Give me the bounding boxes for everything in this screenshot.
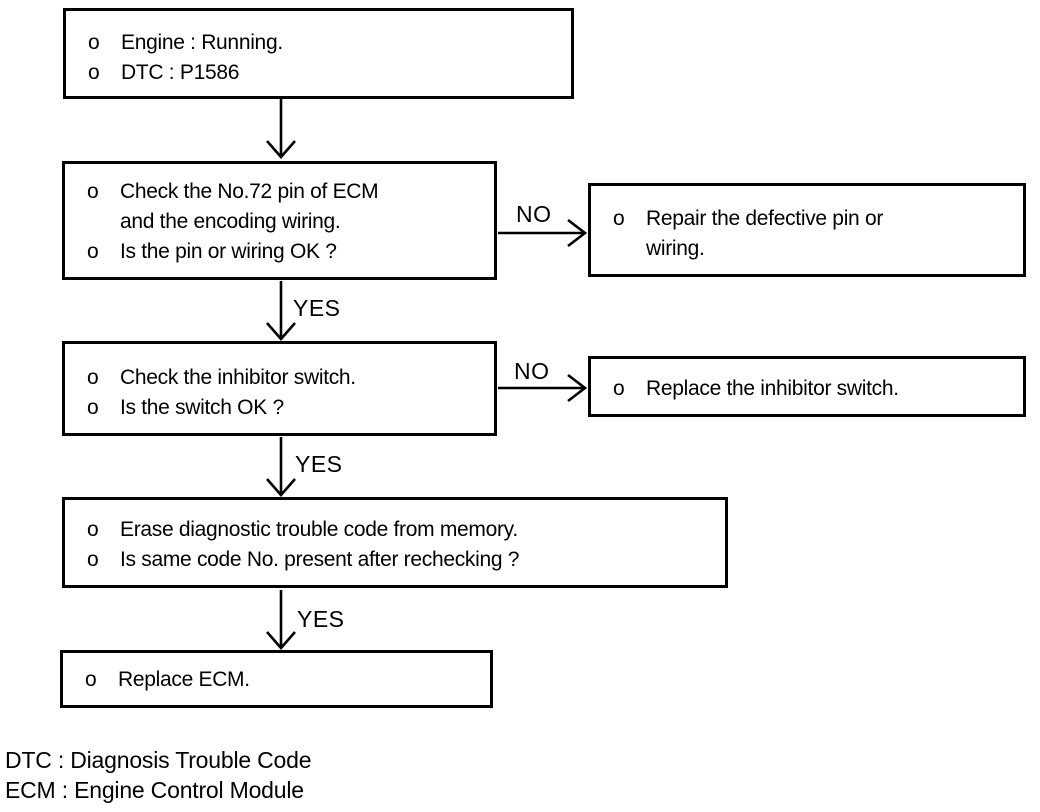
arrow-down-3 [266,437,296,497]
box-text: Is same code No. present after recheckin… [120,548,520,571]
arrow-down-4 [266,590,296,650]
bullet: o [87,240,99,263]
box-line: and the encoding wiring. [87,207,488,237]
flow-box-check-pin: o Check the No.72 pin of ECM and the enc… [62,161,497,280]
edge-label-yes-3: YES [297,606,345,632]
box-line: o Check the inhibitor switch. [87,363,488,393]
box-line: o Repair the defective pin or [613,204,1017,234]
box-line: o Is the pin or wiring OK ? [87,237,488,267]
bullet: o [88,61,100,84]
box-text: Replace the inhibitor switch. [646,377,899,400]
box-line: o Replace ECM. [85,665,484,695]
flow-box-start: o Engine : Running. o DTC : P1586 [63,8,574,99]
box-text: Is the pin or wiring OK ? [120,240,337,263]
bullet: o [85,668,97,691]
box-text: and the encoding wiring. [120,210,341,233]
box-line: o Erase diagnostic trouble code from mem… [87,515,719,545]
bullet: o [87,396,99,419]
bullet: o [87,518,99,541]
box-line: o Is same code No. present after recheck… [87,545,719,575]
box-text: Erase diagnostic trouble code from memor… [120,518,518,541]
box-line: o DTC : P1586 [88,58,565,88]
arrow-down-1 [266,99,296,159]
bullet: o [613,207,625,230]
bullet: o [613,377,625,400]
bullet: o [88,31,100,54]
box-text: DTC : P1586 [121,61,240,84]
bullet: o [87,548,99,571]
box-text: Check the inhibitor switch. [120,366,356,389]
footnote-ecm: ECM : Engine Control Module [5,777,304,803]
flow-box-replace-inhibitor-switch: o Replace the inhibitor switch. [588,356,1026,417]
box-text: Engine : Running. [121,31,283,54]
box-line: o Is the switch OK ? [87,393,488,423]
arrow-down-2 [266,281,296,341]
box-line: o Engine : Running. [88,28,565,58]
box-line: o Check the No.72 pin of ECM [87,177,488,207]
footnote-dtc: DTC : Diagnosis Trouble Code [5,747,312,773]
edge-label-yes-2: YES [295,451,343,477]
flow-box-replace-ecm: o Replace ECM. [60,650,493,708]
flow-box-repair-pin: o Repair the defective pin or wiring. [588,183,1026,277]
edge-label-no-2: NO [514,358,550,384]
box-line: wiring. [613,234,1017,264]
box-text: Replace ECM. [118,668,250,691]
box-text: wiring. [646,237,705,260]
box-text: Is the switch OK ? [120,396,284,419]
bullet: o [87,180,99,203]
flow-box-erase-code: o Erase diagnostic trouble code from mem… [62,497,728,588]
box-text: Check the No.72 pin of ECM [120,180,379,203]
box-line: o Replace the inhibitor switch. [613,374,1017,404]
flow-box-check-inhibitor-switch: o Check the inhibitor switch. o Is the s… [62,341,497,436]
edge-label-no-1: NO [516,201,552,227]
bullet: o [87,366,99,389]
box-text: Repair the defective pin or [646,207,884,230]
edge-label-yes-1: YES [293,295,341,321]
